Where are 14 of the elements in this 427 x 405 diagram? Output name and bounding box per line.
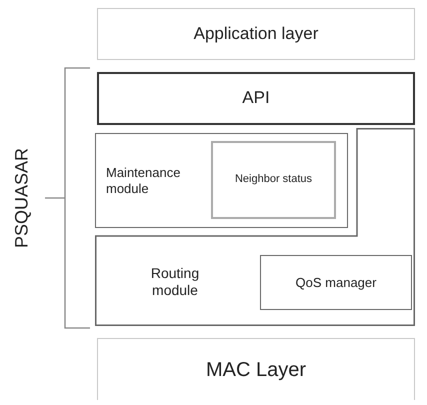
component-box <box>260 255 412 310</box>
layer-box <box>97 8 415 60</box>
box-label: QoS manager <box>296 274 376 290</box>
box-label: Maintenance module <box>106 164 182 196</box>
box-label: Routing module <box>150 265 200 299</box>
box-label: MAC Layer <box>206 358 306 382</box>
box-label: API <box>242 88 270 109</box>
component-box <box>211 141 336 219</box>
box-label: Application layer <box>194 24 318 44</box>
module-box <box>95 133 348 228</box>
box-label: Neighbor status <box>234 173 312 187</box>
api-box <box>97 72 415 125</box>
bracket-label: PSQUASAR <box>12 148 32 248</box>
layer-box <box>97 338 415 400</box>
